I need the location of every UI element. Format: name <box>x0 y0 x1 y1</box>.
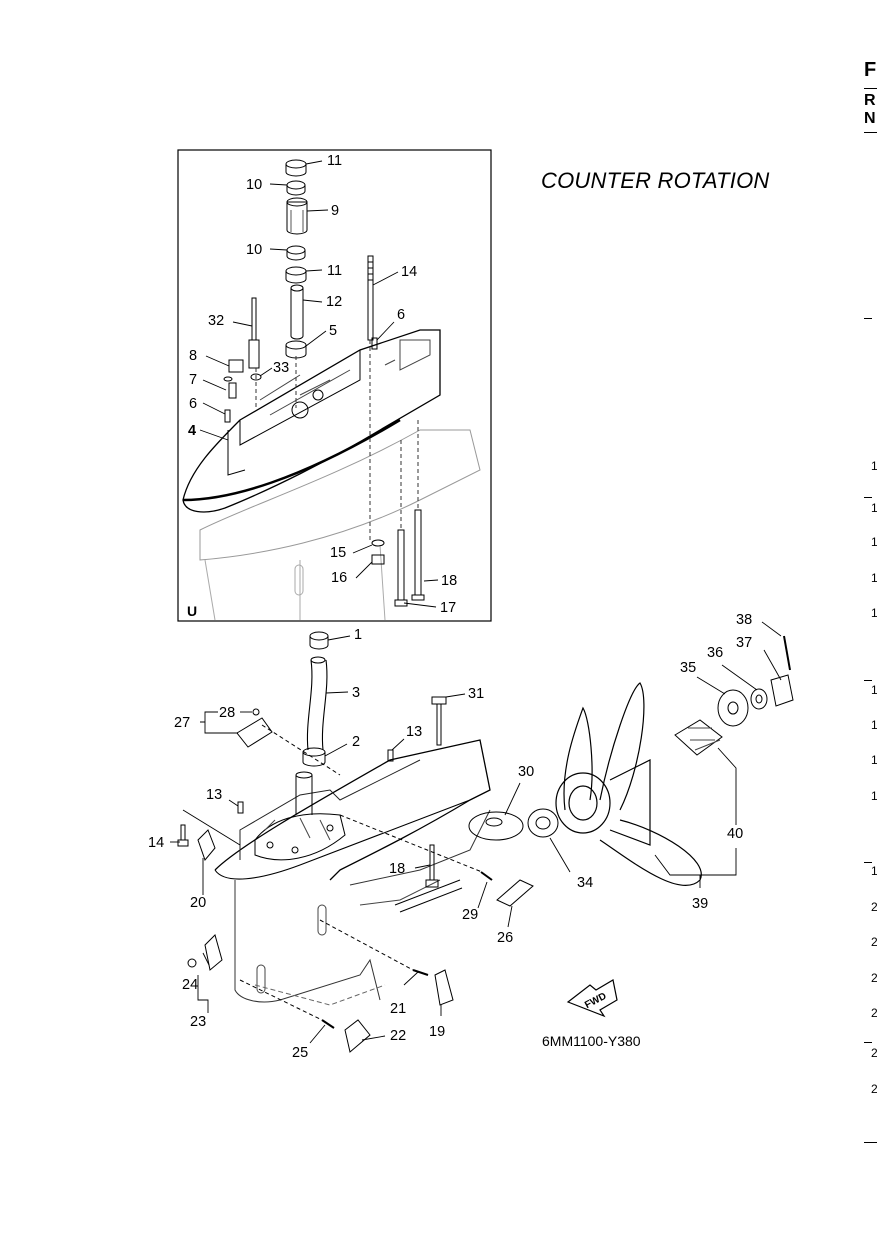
callout-35: 35 <box>680 660 696 676</box>
edge-digit: 2 <box>871 935 877 949</box>
edge-digit: 1 <box>871 683 877 697</box>
edge-rule <box>864 88 877 89</box>
callout-13b: 13 <box>206 787 222 803</box>
callout-39: 39 <box>692 896 708 912</box>
callout-1: 1 <box>354 627 362 643</box>
callout-17: 17 <box>440 600 456 616</box>
callout-5: 5 <box>329 323 337 339</box>
callout-30: 30 <box>518 764 534 780</box>
callout-16: 16 <box>331 570 347 586</box>
edge-digit: 1 <box>871 606 877 620</box>
edge-rule <box>864 1042 872 1043</box>
propeller-drawing <box>555 682 702 886</box>
edge-digit: 1 <box>871 789 877 803</box>
callout-33: 33 <box>273 360 289 376</box>
callout-21: 21 <box>390 1001 406 1017</box>
edge-digit: 1 <box>871 718 877 732</box>
callout-15: 15 <box>330 545 346 561</box>
callout-10a: 10 <box>246 177 262 193</box>
callout-23: 23 <box>190 1014 206 1030</box>
callout-22: 22 <box>390 1028 406 1044</box>
callout-25: 25 <box>292 1045 308 1061</box>
edge-digit: 1 <box>871 864 877 878</box>
main-parts <box>170 621 794 1053</box>
inset-frame <box>177 149 492 622</box>
callout-12: 12 <box>326 294 342 310</box>
callout-13a: 13 <box>406 724 422 740</box>
inset-parts <box>182 159 481 621</box>
fwd-arrow <box>566 979 618 1018</box>
callout-28: 28 <box>219 705 235 721</box>
edge-rule <box>864 1142 877 1143</box>
edge-digit: 1 <box>871 753 877 767</box>
callout-11a: 11 <box>327 153 342 169</box>
callout-34: 34 <box>577 875 593 891</box>
callout-8: 8 <box>189 348 197 364</box>
callout-27: 27 <box>174 715 190 731</box>
callout-32: 32 <box>208 313 224 329</box>
edge-rule <box>864 318 872 319</box>
callout-26: 26 <box>497 930 513 946</box>
callout-19: 19 <box>429 1024 445 1040</box>
edge-digit: 1 <box>871 535 877 549</box>
edge-digit: 2 <box>871 1006 877 1020</box>
edge-letter-r: R <box>864 92 876 109</box>
callout-3: 3 <box>352 685 360 701</box>
callout-7: 7 <box>189 372 197 388</box>
callout-18a: 18 <box>441 573 457 589</box>
edge-letter-f: F <box>864 59 877 81</box>
callout-20: 20 <box>190 895 206 911</box>
callout-24: 24 <box>182 977 198 993</box>
callout-2: 2 <box>352 734 360 750</box>
inset-mark: U <box>187 603 198 619</box>
callout-38: 38 <box>736 612 752 628</box>
edge-digit: 1 <box>871 459 877 473</box>
callout-40: 40 <box>727 826 743 842</box>
edge-rule <box>864 862 872 863</box>
edge-rule <box>864 132 877 133</box>
callout-29: 29 <box>462 907 478 923</box>
diagram-title: COUNTER ROTATION <box>541 168 770 193</box>
edge-digit: 2 <box>871 1082 877 1096</box>
callout-4: 4 <box>188 423 196 439</box>
callout-6b: 6 <box>189 396 197 412</box>
diagram-code: 6MM1100-Y380 <box>542 1033 641 1049</box>
callout-10b: 10 <box>246 242 262 258</box>
edge-letter-n: N <box>864 110 876 127</box>
callout-36: 36 <box>707 645 723 661</box>
callout-11b: 11 <box>327 263 342 279</box>
edge-rule <box>864 497 872 498</box>
edge-digit: 2 <box>871 971 877 985</box>
callout-6a: 6 <box>397 307 405 323</box>
edge-digit: 2 <box>871 1046 877 1060</box>
callout-9: 9 <box>331 203 339 219</box>
callout-18b: 18 <box>389 861 405 877</box>
edge-digit: 2 <box>871 900 877 914</box>
edge-rule <box>864 680 872 681</box>
edge-digit: 1 <box>871 571 877 585</box>
callout-37: 37 <box>736 635 752 651</box>
callout-14b: 14 <box>148 835 164 851</box>
callout-31: 31 <box>468 686 484 702</box>
edge-digit: 1 <box>871 501 877 515</box>
callout-14a: 14 <box>401 264 417 280</box>
